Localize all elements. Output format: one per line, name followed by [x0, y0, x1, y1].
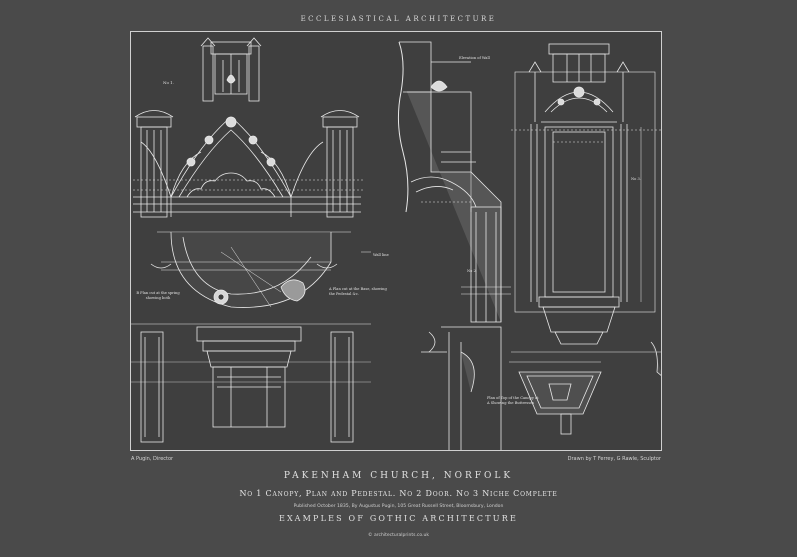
label-elevation-of-wall: Elevation of Wall — [459, 56, 491, 60]
website-credit: © architecturalprints.co.uk — [368, 533, 429, 538]
door-section — [397, 41, 511, 450]
director-credit: A Pugin, Director — [131, 456, 174, 462]
label-no2: No 2. — [467, 269, 477, 273]
label-no3: No 3. — [631, 177, 641, 181]
label-no1: No 1. — [163, 80, 174, 85]
label-wall-line: Wall line — [373, 253, 389, 257]
niche-elevation — [509, 43, 661, 435]
main-title: PAKENHAM CHURCH, NORFOLK — [283, 471, 514, 481]
note-plan-base: A Plan cut at the Base, showing the Pede… — [329, 287, 387, 296]
publisher-line: Published October 1835, By Augustus Pugi… — [293, 504, 504, 509]
note-plan-spring: B Plan cut at the spring showing both — [136, 291, 180, 300]
series-title: EXAMPLES OF GOTHIC ARCHITECTURE — [278, 514, 518, 523]
note-plan-top: Plan of Top of the Canopy at A Showing t… — [487, 396, 539, 405]
drawn-by-credit: Drawn by T Ferrey, G Rawle, Sculptor — [567, 456, 661, 462]
canopy-elevation — [133, 37, 363, 218]
plate-subtitle: No 1 Canopy, Plan and Pedestal. No 2 Doo… — [239, 489, 558, 498]
architectural-plate: No 1. Elevation of Wall Wall line No 2. … — [130, 31, 662, 451]
plate-drawing: No 1. Elevation of Wall Wall line No 2. … — [131, 37, 661, 450]
canopy-plan — [150, 231, 371, 308]
pedestal — [131, 323, 371, 443]
top-title: ECCLESIASTICAL ARCHITECTURE — [300, 15, 497, 23]
